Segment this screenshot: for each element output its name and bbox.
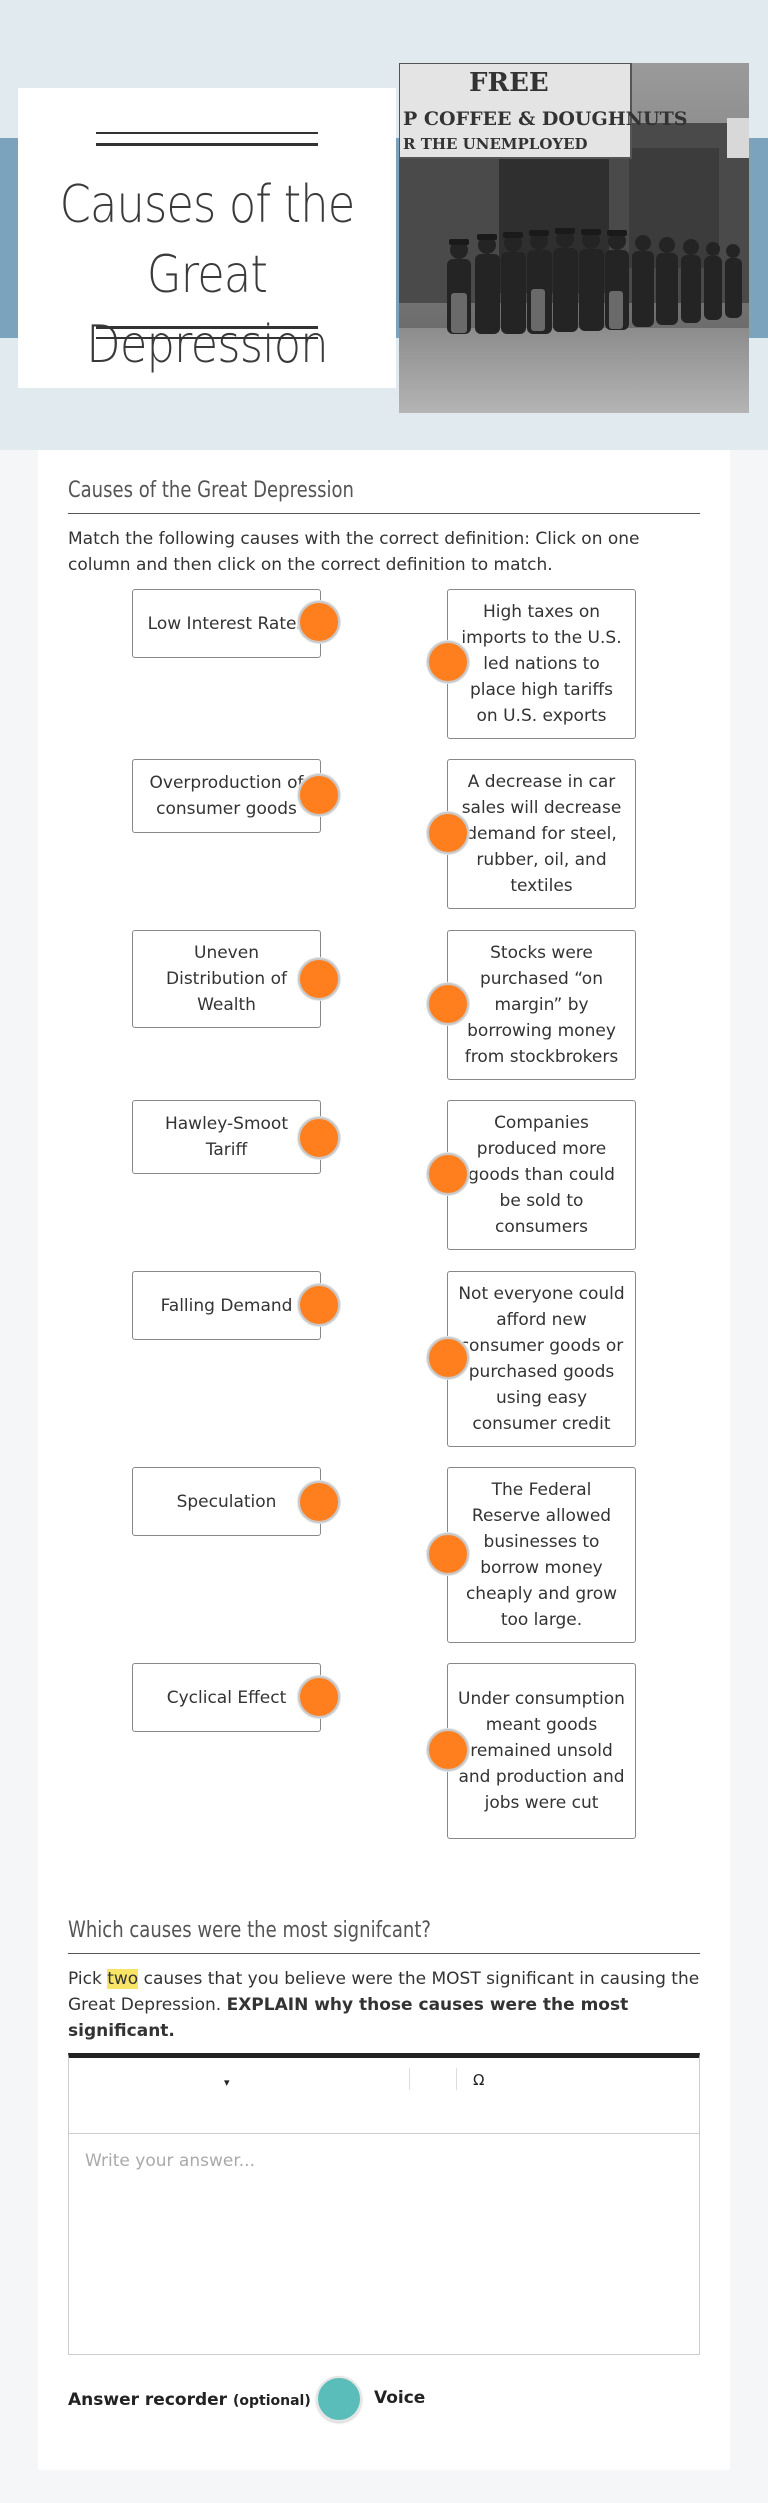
cause-item-cyclical-effect[interactable]: Cyclical Effect xyxy=(132,1663,321,1732)
title-rule-bottom-thick xyxy=(96,326,318,329)
recorder-label-text: Answer recorder xyxy=(68,2390,228,2410)
answer-recorder: Answer recorder (optional) - Voice xyxy=(68,2376,700,2424)
definition-connector-4[interactable] xyxy=(427,1153,469,1195)
definition-label: The Federal Reserve allowed businesses t… xyxy=(465,1480,618,1630)
title-rule-top-thick xyxy=(96,143,318,146)
prompt-text-bold: EXPLAIN why those causes were the most s… xyxy=(68,1995,629,2041)
cause-label: Low Interest Rates xyxy=(147,613,306,634)
definition-label: Companies produced more goods than could… xyxy=(468,1113,615,1237)
format-dropdown-chevron-icon[interactable]: ▾ xyxy=(224,2076,230,2089)
cause-item-low-interest-rates[interactable]: Low Interest Rates xyxy=(132,589,321,658)
title-rule-top xyxy=(96,132,318,134)
voice-label: Voice xyxy=(374,2388,426,2408)
question-title-text: Which causes were the most signifcant? xyxy=(68,1918,431,1943)
photo-sign-line2: P COFFEE & DOUGHNUTS xyxy=(403,108,687,130)
cause-label: Overproduction of consumer goods xyxy=(149,773,304,819)
matching-instructions: Match the following causes with the corr… xyxy=(68,529,640,575)
cause-label: Falling Demand xyxy=(160,1295,293,1316)
cause-item-speculation[interactable]: Speculation xyxy=(132,1467,321,1536)
cause-connector-6[interactable] xyxy=(298,1481,340,1523)
recorder-label: Answer recorder (optional) - xyxy=(68,2390,324,2410)
photo-sign-line1: FREE xyxy=(469,68,549,98)
definition-label: Stocks were purchased “on margin” by bor… xyxy=(464,943,619,1067)
definition-label: High taxes on imports to the U.S. led na… xyxy=(461,602,622,726)
matching-title-text: Causes of the Great Depression xyxy=(68,478,354,503)
definition-item-7[interactable]: Under consumption meant goods remained u… xyxy=(447,1663,636,1839)
breadline-photo: FREE P COFFEE & DOUGHNUTS R THE UNEMPLOY… xyxy=(399,63,749,413)
answer-input[interactable] xyxy=(69,2135,699,2353)
definition-item-5[interactable]: Not everyone could afford new consumer g… xyxy=(447,1271,636,1447)
cause-item-falling-demand[interactable]: Falling Demand xyxy=(132,1271,321,1340)
title-card: Causes of the Great Depression xyxy=(18,88,396,388)
page-title-line1: Causes of the xyxy=(59,175,356,235)
cause-label: Uneven Distribution of Wealth xyxy=(166,943,287,1015)
cause-item-uneven-distribution[interactable]: Uneven Distribution of Wealth xyxy=(132,930,321,1028)
definition-label: A decrease in car sales will decrease de… xyxy=(461,772,622,896)
question-section-title: Which causes were the most signifcant? xyxy=(68,1918,700,1954)
definition-connector-1[interactable] xyxy=(427,641,469,683)
cause-item-hawley-smoot-tariff[interactable]: Hawley-Smoot Tariff xyxy=(132,1100,321,1174)
cause-connector-4[interactable] xyxy=(298,1117,340,1159)
cause-connector-7[interactable] xyxy=(298,1676,340,1718)
toolbar-divider xyxy=(409,2068,410,2090)
breadline-photo-image: FREE P COFFEE & DOUGHNUTS R THE UNEMPLOY… xyxy=(399,63,749,413)
cause-label: Cyclical Effect xyxy=(166,1687,287,1708)
photo-sign-line3: R THE UNEMPLOYED xyxy=(403,135,588,153)
editor-toolbar: ▾ Ω xyxy=(69,2058,699,2134)
page-title-line2: Great Depression xyxy=(86,245,328,375)
toolbar-divider xyxy=(456,2068,457,2090)
definition-connector-6[interactable] xyxy=(427,1533,469,1575)
cause-label: Speculation xyxy=(176,1491,277,1512)
definition-connector-7[interactable] xyxy=(427,1729,469,1771)
definition-item-6[interactable]: The Federal Reserve allowed businesses t… xyxy=(447,1467,636,1643)
definition-item-2[interactable]: A decrease in car sales will decrease de… xyxy=(447,759,636,909)
definition-item-1[interactable]: High taxes on imports to the U.S. led na… xyxy=(447,589,636,739)
definition-connector-2[interactable] xyxy=(427,812,469,854)
cause-connector-3[interactable] xyxy=(298,958,340,1000)
definition-item-4[interactable]: Companies produced more goods than could… xyxy=(447,1100,636,1250)
cause-item-overproduction[interactable]: Overproduction of consumer goods xyxy=(132,759,321,833)
cause-connector-2[interactable] xyxy=(298,774,340,816)
voice-record-button[interactable] xyxy=(316,2376,362,2422)
definition-connector-3[interactable] xyxy=(427,983,469,1025)
definition-connector-5[interactable] xyxy=(427,1337,469,1379)
prompt-text-rest: causes that you believe were the MOST si… xyxy=(68,1969,700,2015)
cause-connector-1[interactable] xyxy=(298,601,340,643)
matching-section-title: Causes of the Great Depression xyxy=(68,478,700,514)
title-rule-bottom xyxy=(96,337,318,339)
answer-editor: ▾ Ω xyxy=(68,2053,700,2355)
page-title: Causes of the Great Depression xyxy=(44,170,369,380)
prompt-text-pick: Pick xyxy=(68,1969,108,1989)
recorder-optional: (optional) xyxy=(232,2393,311,2409)
question-prompt: Pick two causes that you believe were th… xyxy=(68,1966,700,2044)
prompt-highlight-two: two xyxy=(107,1969,139,1989)
definition-label: Under consumption meant goods remained u… xyxy=(458,1689,625,1813)
cause-connector-5[interactable] xyxy=(298,1284,340,1326)
cause-label: Hawley-Smoot Tariff xyxy=(164,1114,288,1160)
definition-label: Not everyone could afford new consumer g… xyxy=(458,1284,625,1434)
definition-item-3[interactable]: Stocks were purchased “on margin” by bor… xyxy=(447,930,636,1080)
special-character-icon[interactable]: Ω xyxy=(473,2071,485,2089)
